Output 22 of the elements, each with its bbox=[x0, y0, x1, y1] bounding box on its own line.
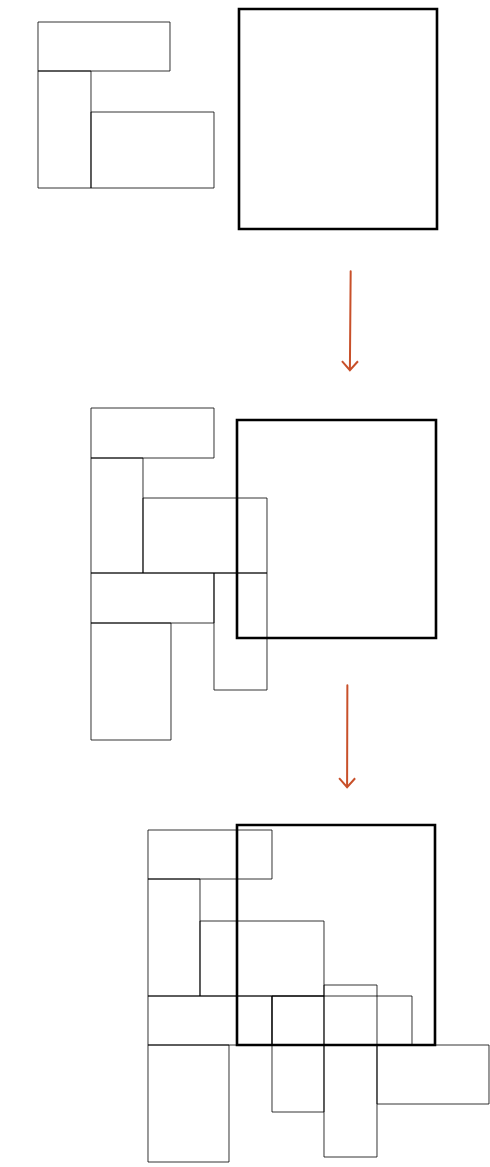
rectangle-outline bbox=[323, 984, 378, 1158]
rectangle-outline bbox=[147, 995, 273, 1046]
rectangle-outline bbox=[142, 497, 268, 574]
rectangle-outline bbox=[90, 457, 144, 574]
rectangle-outline bbox=[271, 995, 413, 1046]
arrow bbox=[340, 270, 359, 372]
rectangle-outline bbox=[147, 1044, 230, 1163]
rectangle-outline bbox=[376, 1044, 490, 1105]
square-frame bbox=[235, 823, 437, 1047]
square-frame bbox=[235, 418, 438, 640]
rectangle-outline bbox=[90, 622, 172, 741]
arrow bbox=[338, 684, 357, 789]
rectangle-outline bbox=[213, 572, 268, 691]
rectangle-outline bbox=[37, 70, 92, 189]
rectangle-outline bbox=[90, 111, 215, 189]
rectangle-outline bbox=[147, 829, 273, 880]
rectangle-outline bbox=[90, 572, 215, 624]
rectangle-outline bbox=[199, 920, 325, 997]
rectangle-outline bbox=[147, 878, 201, 997]
square-frame bbox=[237, 7, 439, 231]
rectangle-outline bbox=[90, 407, 215, 459]
rectangle-outline bbox=[37, 21, 171, 72]
